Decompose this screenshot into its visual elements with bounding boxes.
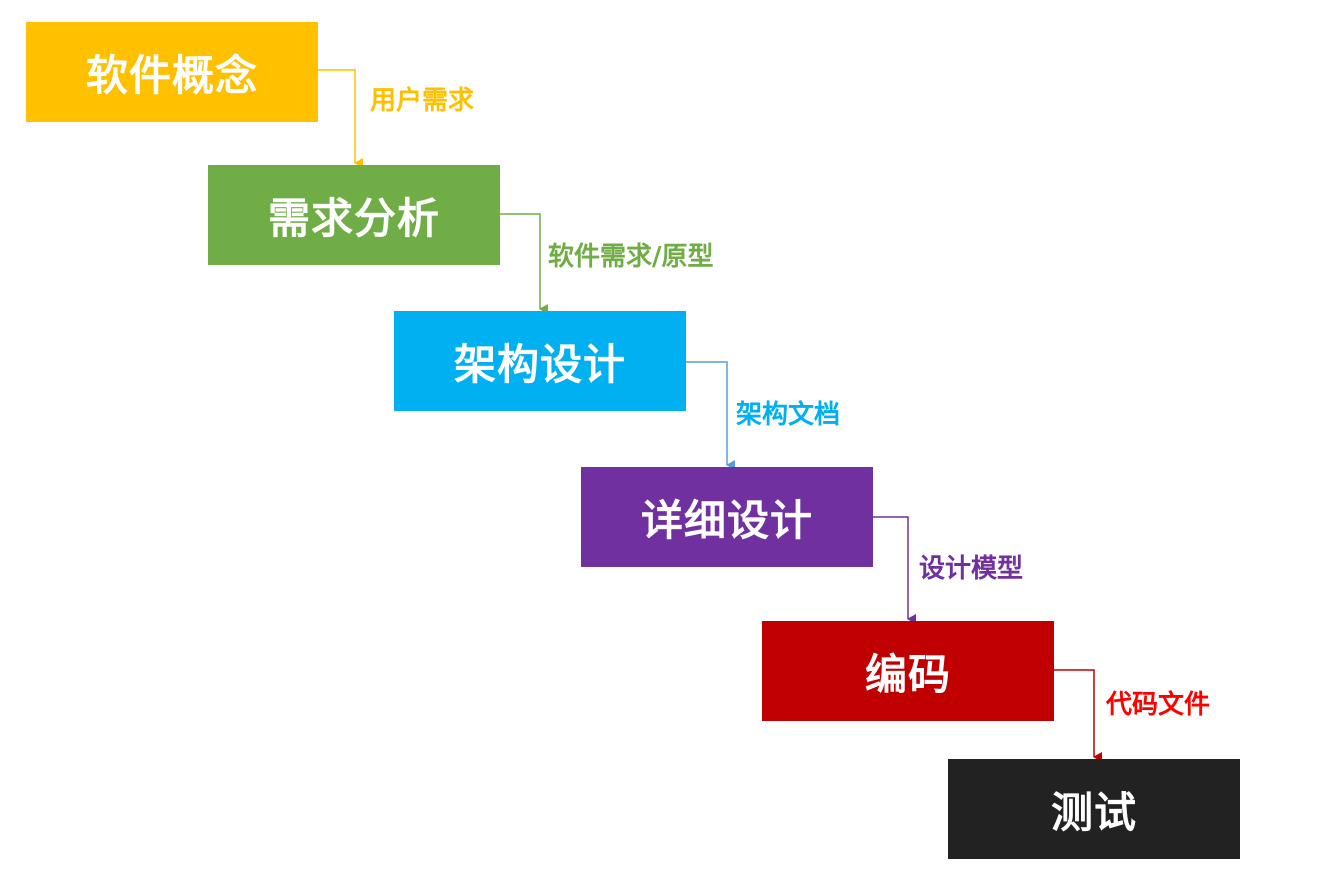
stage-coding: 编码 <box>762 621 1054 721</box>
stage-software-concept: 软件概念 <box>26 22 318 122</box>
artifact-architecture-document: 架构文档 <box>736 400 841 430</box>
connector-arrow-detailed-to-coding <box>873 516 916 624</box>
stage-architecture-design: 架构设计 <box>394 311 686 411</box>
stage-testing: 测试 <box>948 759 1240 859</box>
connector-arrow-concept-to-requirements <box>318 69 363 168</box>
connector-arrow-architecture-to-detailed <box>686 361 735 470</box>
artifact-software-requirements-prototype: 软件需求/原型 <box>548 242 714 272</box>
artifact-user-requirements: 用户需求 <box>370 86 475 116</box>
stage-detailed-design: 详细设计 <box>581 467 873 567</box>
stage-requirements-analysis: 需求分析 <box>208 165 500 265</box>
connector-arrow-coding-to-testing <box>1054 669 1102 762</box>
artifact-design-model: 设计模型 <box>919 554 1024 584</box>
connector-arrow-requirements-to-architecture <box>500 213 548 314</box>
artifact-code-files: 代码文件 <box>1106 690 1211 720</box>
